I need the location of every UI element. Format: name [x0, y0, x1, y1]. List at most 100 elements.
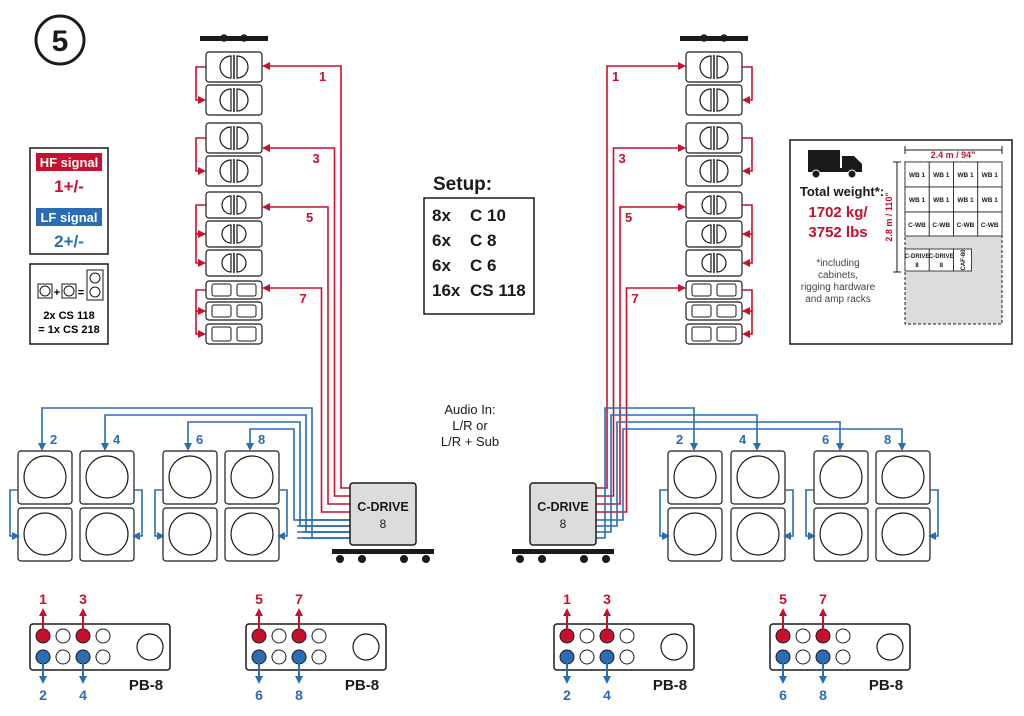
truck-cell: [928, 186, 954, 213]
panel-hf-label: 7: [819, 591, 827, 607]
hf-signal-title: HF signal: [40, 155, 99, 170]
array-cabinet: [685, 323, 743, 345]
driver: [236, 224, 247, 244]
subwoofer: [875, 450, 931, 505]
sub-cabinet: [162, 450, 218, 505]
woofer: [691, 304, 712, 318]
truck-cell: [977, 161, 1003, 188]
rigging-bar: [680, 36, 748, 41]
sub-woofer: [85, 455, 129, 499]
subwoofer: [79, 450, 135, 505]
lf-cable: [596, 407, 698, 539]
lf-cable: [596, 414, 761, 533]
subwoofer: [224, 450, 280, 505]
panel-label: PB-8: [653, 677, 687, 694]
hf-channel-label: 5: [306, 210, 313, 225]
cart-wheel: [516, 555, 524, 563]
weight-kg: 1702 kg/: [808, 204, 868, 221]
panel-label: PB-8: [345, 677, 379, 694]
driver: [236, 88, 249, 112]
truck-cell-label: C-WB: [908, 222, 926, 229]
sub-woofer: [819, 512, 863, 556]
lf-link: [783, 489, 794, 540]
connector: [271, 649, 287, 665]
setup-model: CS 118: [470, 281, 526, 300]
truck-cell: [904, 211, 930, 237]
sub-woofer: [168, 512, 212, 556]
panel-lf-label: 6: [255, 687, 263, 703]
lf-channel-label: 8: [258, 432, 265, 447]
step-badge: 5: [34, 14, 86, 66]
truck-cell-label: WB 1: [957, 172, 974, 179]
sub-legend-line2: = 1x CS 218: [38, 324, 99, 336]
subwoofer: [813, 450, 869, 505]
driver: [219, 88, 232, 112]
hf-signal-value: 1+/-: [54, 177, 84, 196]
hf-channel-label: 1: [319, 69, 326, 84]
sub-woofer: [23, 512, 67, 556]
sub-legend-line1: 2x CS 118: [43, 310, 94, 322]
setup-model: C 6: [470, 256, 496, 275]
driver: [716, 159, 729, 183]
truck-cell-label: CAF-80: [961, 249, 967, 271]
weight-note-1: *including: [816, 258, 859, 269]
array-cabinet: [685, 280, 743, 300]
subwoofer: [17, 507, 73, 562]
hf-connector: [775, 628, 791, 644]
speaker-array: [195, 34, 268, 345]
truck-cell-label: 8: [940, 263, 944, 269]
sub-cabinet: [730, 507, 786, 562]
amp-number: 8: [560, 517, 567, 531]
hf-link: [195, 233, 206, 267]
sub-woofer: [819, 455, 863, 499]
sub-cabinet: [813, 450, 869, 505]
panel-lf-label: 8: [819, 687, 827, 703]
hf-cable: [262, 203, 350, 505]
lf-channel-label: 4: [739, 432, 747, 447]
sub-cabinet: [667, 507, 723, 562]
step-number: 5: [52, 25, 69, 58]
subwoofer: [162, 507, 218, 562]
driver: [236, 253, 247, 273]
array-cabinet: [205, 220, 263, 248]
woofer: [236, 326, 257, 342]
driver: [221, 195, 232, 215]
hf-connector: [75, 628, 91, 644]
hf-channel-label: 3: [313, 151, 320, 166]
truck-cell-label: 8: [915, 263, 919, 269]
array-cabinet: [685, 84, 743, 116]
lf-connector: [35, 649, 51, 665]
lf-cable: [38, 407, 350, 539]
connector: [795, 649, 811, 665]
truck-cell-label: WB 1: [957, 197, 974, 204]
connector: [55, 649, 71, 665]
driver: [236, 159, 249, 183]
truck-cell-label: C-DRIVE: [905, 254, 930, 260]
hf-cable: [596, 144, 686, 497]
hf-connector: [815, 628, 831, 644]
woofer: [716, 283, 737, 297]
subwoofer: [813, 507, 869, 562]
hf-link: [742, 233, 753, 267]
truck-cell: [953, 161, 979, 188]
audio-in-line1: Audio In:: [444, 402, 495, 417]
driver: [699, 55, 712, 79]
hf-link: [195, 289, 206, 315]
hf-channel-label: 7: [300, 291, 307, 306]
truck-cell-label: C-DRIVE: [929, 254, 954, 260]
weight-title: Total weight*:: [800, 184, 884, 199]
hf-channel-label: 1: [612, 69, 619, 84]
setup-title: Setup:: [433, 174, 492, 195]
subwoofer: [224, 507, 280, 562]
sub-woofer: [881, 455, 925, 499]
truck-cell-label: WB 1: [909, 172, 926, 179]
truck-cell-label: WB 1: [933, 172, 950, 179]
sub-cabinet: [79, 450, 135, 505]
setup-qty: 16x: [432, 281, 461, 300]
array-cabinet: [205, 122, 263, 154]
lf-link: [9, 489, 20, 540]
hf-channel-label: 3: [619, 151, 626, 166]
